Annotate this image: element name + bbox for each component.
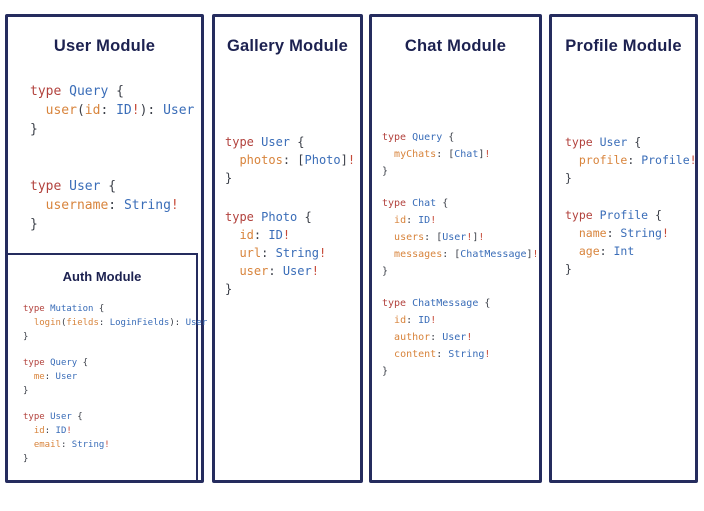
code-block: type User { id: ID! email: String!}: [23, 412, 110, 464]
profile-module-title: Profile Module: [565, 37, 682, 55]
chat-module-code: type Query { myChats: [Chat]!} type Chat …: [382, 129, 539, 395]
code-block: type Photo { id: ID! url: String! user: …: [225, 210, 327, 296]
user-module-panel: User Module type Query { user(id: ID!): …: [5, 14, 207, 483]
code-block: type Query { myChats: [Chat]!}: [382, 132, 491, 177]
profile-module-panel: Profile Module type User { profile: Prof…: [549, 14, 698, 483]
code-block: type User { photos: [Photo]!}: [225, 135, 356, 185]
auth-module-panel: Auth Module type Mutation { login(fields…: [6, 253, 207, 482]
code-block: type Query { me: User}: [23, 358, 89, 396]
gallery-module-panel: Gallery Module type User { photos: [Phot…: [212, 14, 363, 483]
code-block: type Chat { id: ID! users: [User!]! mess…: [382, 198, 539, 277]
profile-module-code: type User { profile: Profile!} type Profi…: [565, 133, 697, 297]
code-block: type User { username: String!}: [30, 179, 179, 232]
user-module-title: User Module: [53, 37, 156, 55]
code-block: type Query { user(id: ID!): User}: [30, 84, 195, 137]
chat-module-panel: Chat Module type Query { myChats: [Chat]…: [369, 14, 542, 483]
code-block: type Profile { name: String! age: Int}: [565, 208, 669, 276]
auth-module-title: Auth Module: [62, 269, 142, 284]
code-block: type ChatMessage { id: ID! author: User!…: [382, 298, 491, 377]
chat-module-title: Chat Module: [404, 37, 507, 55]
gallery-module-title: Gallery Module: [226, 37, 349, 55]
user-module-code: type Query { user(id: ID!): User} type Us…: [30, 82, 194, 272]
auth-module-code: type Mutation { login(fields: LoginField…: [23, 302, 207, 478]
gallery-module-code: type User { photos: [Photo]!} type Photo …: [225, 133, 355, 319]
code-block: type User { profile: Profile!}: [565, 135, 697, 185]
code-block: type Mutation { login(fields: LoginField…: [23, 304, 208, 342]
